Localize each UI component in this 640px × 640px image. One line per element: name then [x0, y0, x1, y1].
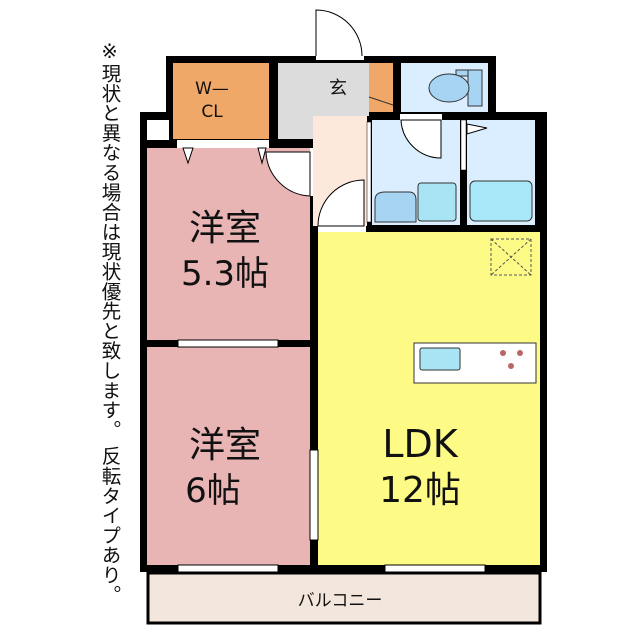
ldk: [318, 232, 540, 565]
kitchen-sink-icon: [419, 347, 461, 371]
washing-machine-space: [417, 182, 457, 222]
toilet-tank: [467, 69, 483, 107]
room2-size: 6帖: [185, 471, 241, 511]
room1-size: 5.3帖: [181, 254, 269, 294]
room1-door[interactable]: [265, 151, 311, 197]
disclaimer-note: ※現状と異なる場合は現状優先と致します。 反転タイプあり。: [98, 40, 121, 605]
stove-icon: [500, 350, 523, 369]
entrance: [278, 63, 369, 116]
entry-door[interactable]: [315, 9, 363, 57]
wcl-label-2: CL: [201, 102, 223, 122]
wcl-label-1: W—: [195, 79, 229, 99]
pipe-space: [147, 120, 169, 140]
ldk-size: 12帖: [379, 470, 461, 511]
toilet-icon: [428, 73, 470, 103]
western-room-2: [147, 347, 310, 565]
walk-in-closet: [173, 63, 269, 139]
storage-hatch: [490, 238, 532, 276]
entrance-label: 玄: [329, 78, 347, 99]
ldk-door[interactable]: [317, 179, 365, 227]
room2-name: 洋室: [189, 425, 261, 466]
washroom-door[interactable]: [400, 119, 442, 159]
shoe-cabinet: [369, 63, 393, 112]
ldk-name: LDK: [382, 422, 458, 466]
room1-name: 洋室: [189, 208, 261, 249]
balcony: [146, 571, 542, 625]
washbasin-icon: [374, 191, 417, 223]
balcony-label: バルコニー: [298, 591, 383, 611]
entrance-lower: [278, 116, 313, 139]
bathtub-icon: [469, 180, 533, 222]
windows: [177, 339, 486, 573]
closet-doors[interactable]: [182, 147, 267, 165]
